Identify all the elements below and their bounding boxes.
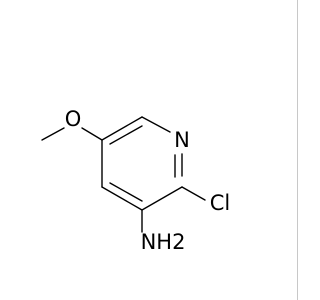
oxygen-atom-label: O	[65, 107, 82, 131]
bond-c2-cl	[181, 186, 206, 201]
bond-c5-o	[81, 127, 103, 141]
bond-c5-c6	[101, 116, 143, 141]
bond-c2-c3	[141, 186, 183, 211]
chlorine-atom-label: Cl	[210, 191, 231, 215]
bond-c5-c6-inner	[109, 125, 143, 145]
amine-group-label: NH2	[141, 230, 186, 254]
molecule-diagram: N Cl O NH2	[41, 0, 298, 300]
bond-o-ch3	[41, 127, 65, 141]
bond-c3-c4	[101, 186, 143, 211]
bond-c6-n1	[141, 116, 171, 133]
nitrogen-atom-label: N	[174, 128, 190, 152]
bond-c3-c4-inner	[109, 182, 143, 202]
